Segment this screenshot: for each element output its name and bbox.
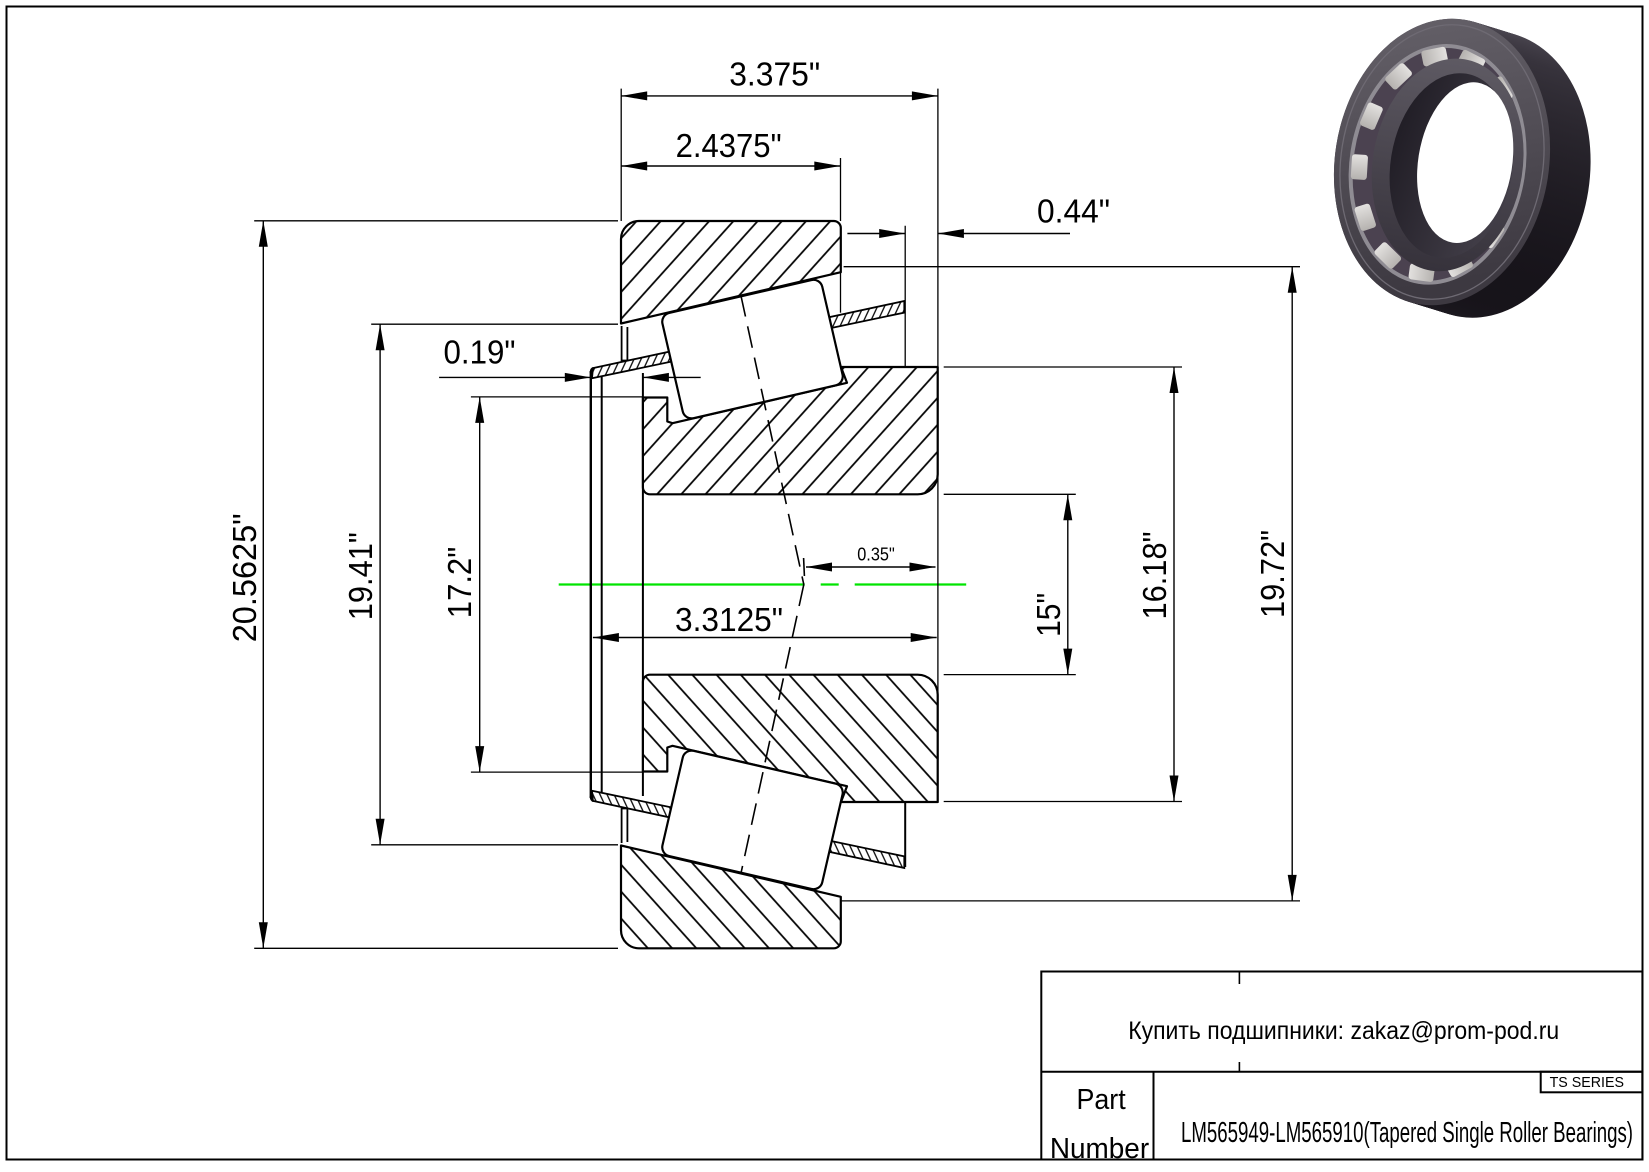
svg-text:LM565949-LM565910(Tapered Sing: LM565949-LM565910(Tapered Single Roller … (1181, 1117, 1633, 1149)
svg-text:15": 15" (1030, 593, 1067, 637)
svg-text:19.41": 19.41" (342, 532, 379, 620)
svg-text:Part: Part (1077, 1084, 1126, 1116)
svg-text:16.18": 16.18" (1136, 532, 1173, 620)
svg-text:0.35": 0.35" (857, 545, 895, 565)
svg-text:Number: Number (1050, 1133, 1150, 1165)
svg-text:3.375": 3.375" (729, 56, 820, 93)
svg-text:Купить подшипники: zakaz@prom-: Купить подшипники: zakaz@prom-pod.ru (1128, 1018, 1559, 1045)
svg-text:TS SERIES: TS SERIES (1550, 1075, 1624, 1091)
svg-text:3.3125": 3.3125" (675, 601, 783, 638)
svg-text:0.19": 0.19" (444, 334, 516, 371)
svg-text:19.72": 19.72" (1254, 530, 1291, 618)
svg-text:0.44": 0.44" (1037, 193, 1110, 230)
svg-text:2.4375": 2.4375" (676, 127, 782, 164)
svg-text:17.2": 17.2" (441, 547, 478, 618)
svg-text:20.5625": 20.5625" (226, 513, 263, 642)
